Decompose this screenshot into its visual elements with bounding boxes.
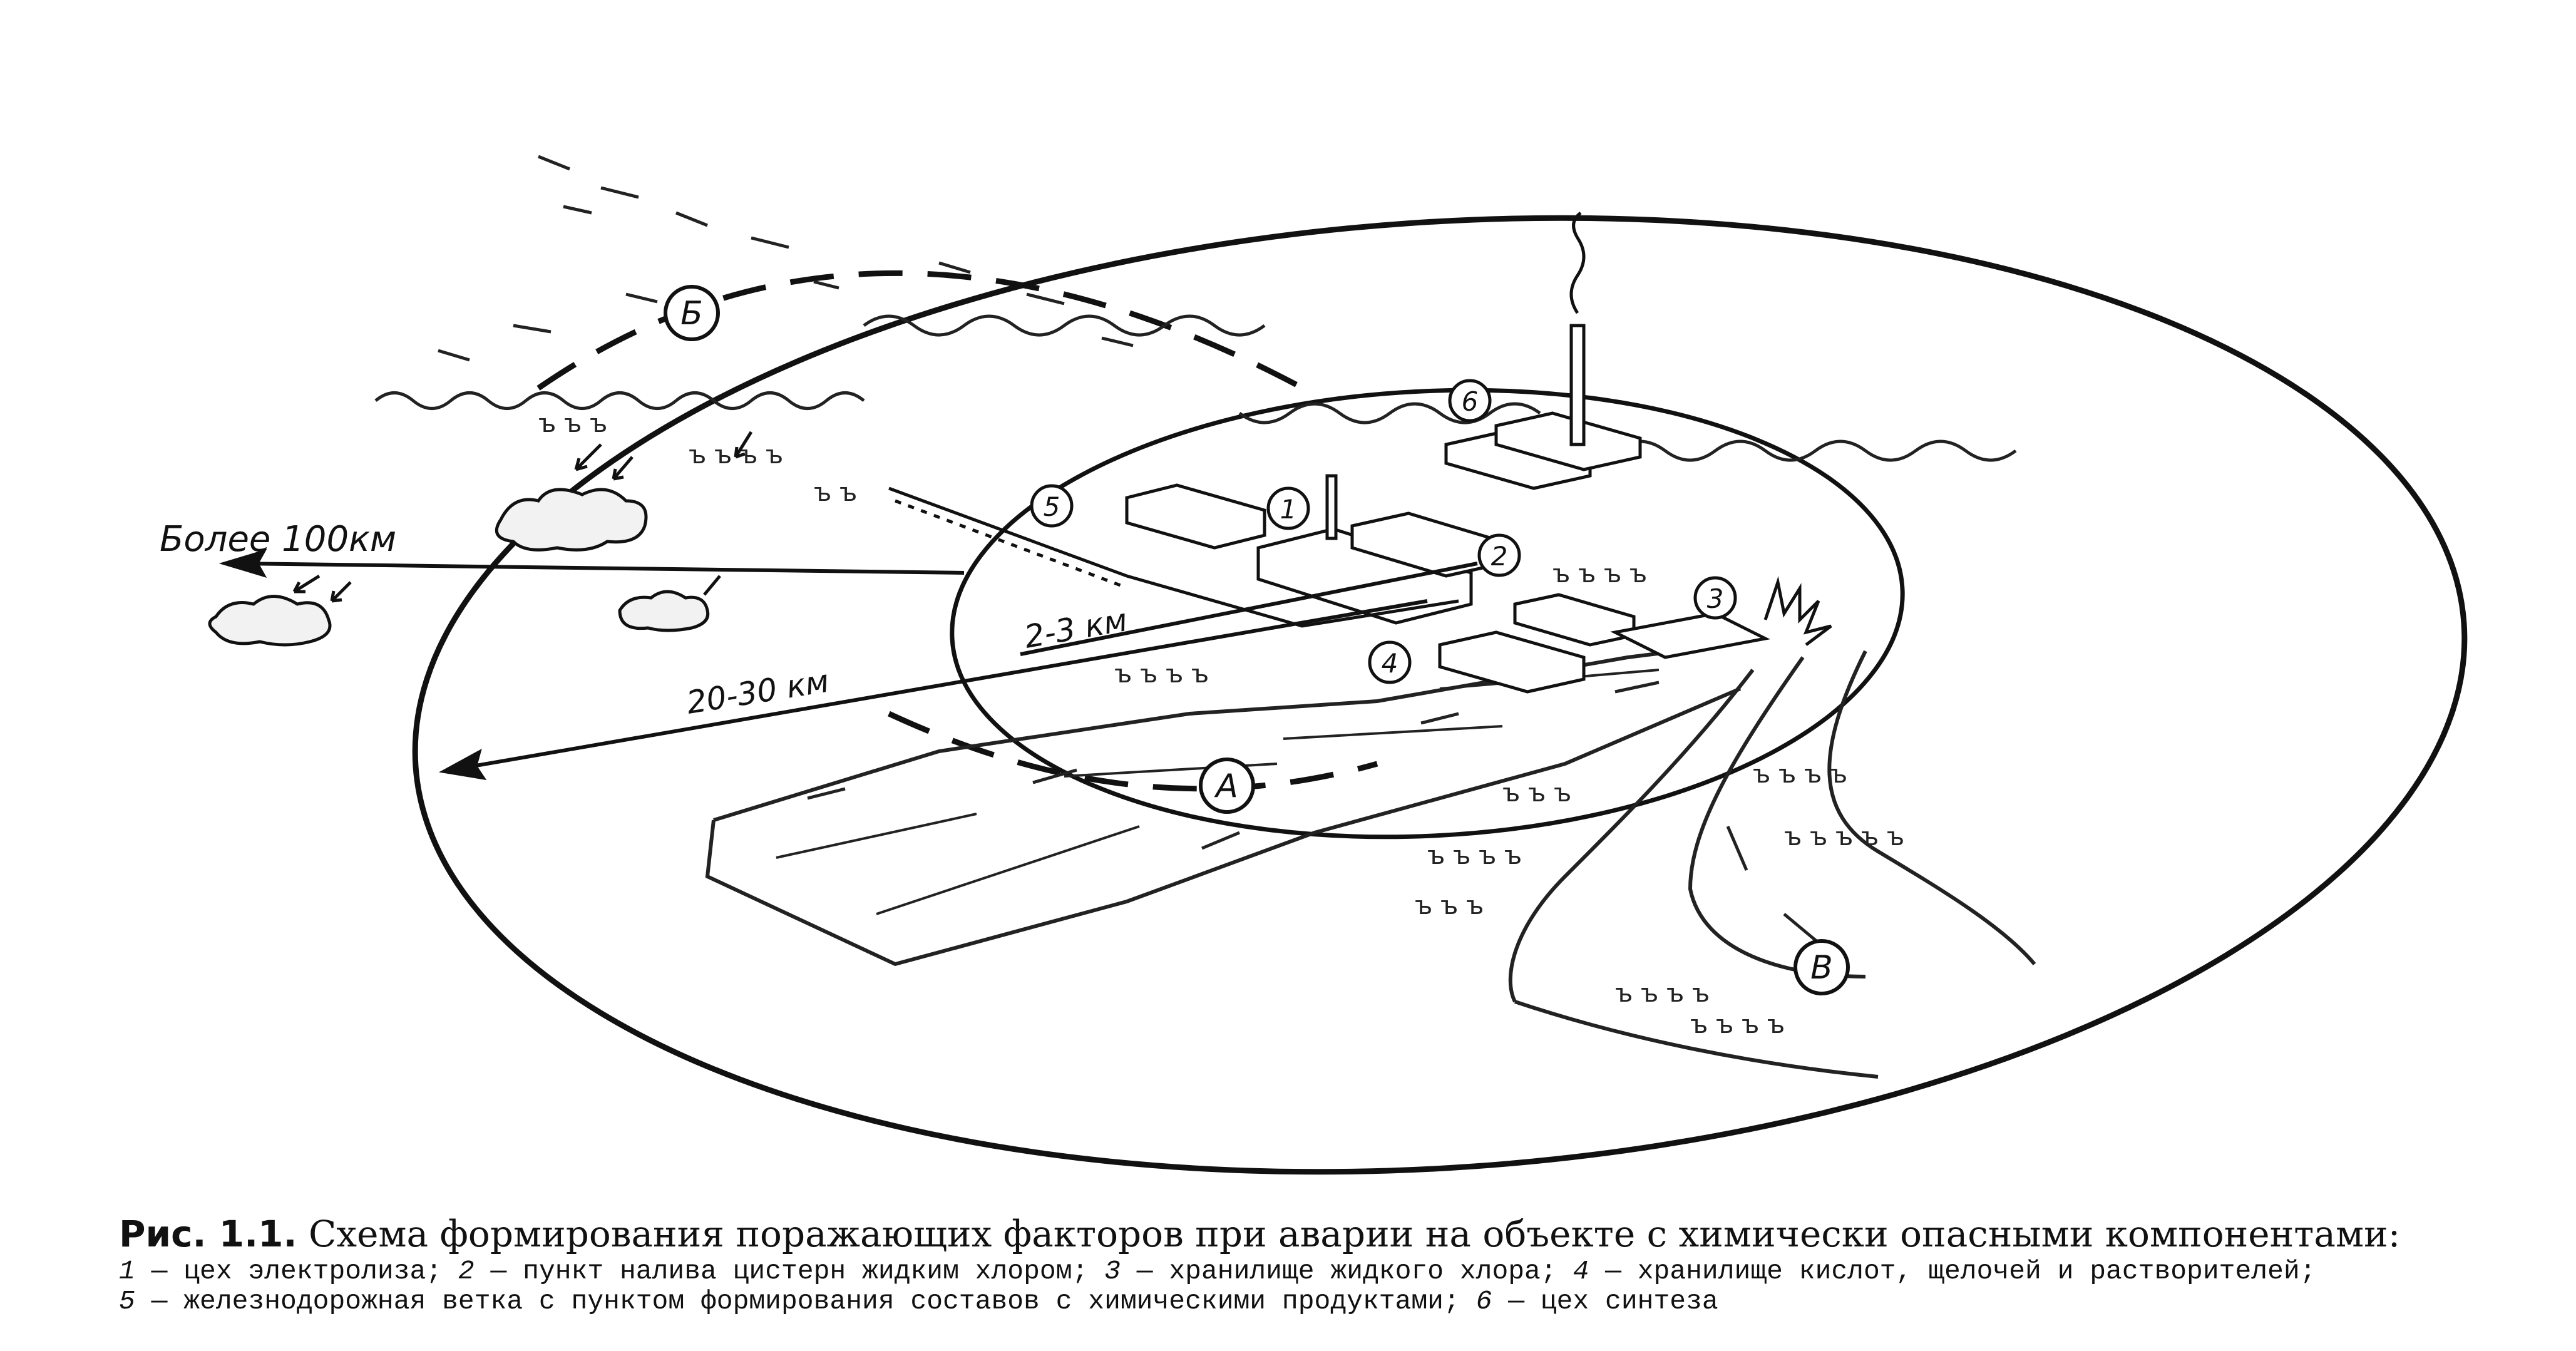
- legend-item: 1 — цех электролиза;: [119, 1256, 443, 1287]
- inner-zone-ellipse: [950, 388, 1905, 840]
- svg-text:2: 2: [1491, 541, 1508, 572]
- svg-text:6: 6: [1462, 386, 1479, 417]
- small-clouds: [208, 488, 710, 647]
- distance-arrows: [218, 549, 1478, 781]
- marker-3: 3: [1693, 576, 1737, 620]
- marker-4: 4: [1368, 640, 1412, 684]
- svg-text:А: А: [1214, 768, 1238, 805]
- caption-prefix: Рис. 1.1.: [119, 1213, 297, 1255]
- caption-title-text: Схема формирования поражающих факторов п…: [308, 1213, 2401, 1255]
- svg-text:ъ ъ ъ ъ: ъ ъ ъ ъ: [1753, 760, 1847, 789]
- svg-text:ъ ъ ъ: ъ ъ ъ: [1415, 891, 1484, 920]
- svg-text:4: 4: [1382, 648, 1398, 679]
- zone-marker-v: В: [1793, 939, 1850, 995]
- zone-marker-b: Б: [664, 285, 720, 341]
- marker-2: 2: [1477, 533, 1521, 577]
- hazard-zone-diagram: ъ ъ ъъ ъ ъ ъ ъ ъъ ъ ъ ъ ъ ъ ъ ъъ ъ ъ ъ ъ…: [160, 155, 2468, 1175]
- svg-text:ъ ъ ъ: ъ ъ ъ: [538, 409, 607, 438]
- svg-text:ъ ъ ъ ъ: ъ ъ ъ ъ: [1552, 560, 1647, 588]
- svg-text:ъ ъ: ъ ъ: [814, 478, 857, 507]
- zone-a-boundary: [888, 711, 1378, 792]
- river: [1508, 650, 2036, 1079]
- vegetation: ъ ъ ъъ ъ ъ ъ ъ ъъ ъ ъ ъ ъ ъ ъ ъъ ъ ъ ъ ъ…: [538, 409, 1904, 1039]
- wind-arrows: [292, 431, 753, 603]
- svg-text:ъ ъ ъ ъ: ъ ъ ъ ъ: [1114, 660, 1209, 689]
- svg-text:ъ ъ ъ ъ: ъ ъ ъ ъ: [1615, 979, 1710, 1008]
- svg-text:1: 1: [1280, 494, 1297, 525]
- svg-text:3: 3: [1707, 583, 1724, 614]
- release-burst: [1763, 576, 1832, 646]
- marker-5: 5: [1030, 484, 1074, 528]
- svg-text:ъ ъ ъ ъ ъ: ъ ъ ъ ъ ъ: [1784, 823, 1904, 851]
- legend-item: 2 — пункт налива цистерн жидким хлором;: [458, 1256, 1089, 1287]
- distance-label-inner: 2-3 км: [1022, 602, 1130, 655]
- legend-item: 4 — хранилище кислот, щелочей и раствори…: [1573, 1256, 2316, 1287]
- marker-1: 1: [1266, 486, 1310, 530]
- svg-text:ъ ъ ъ: ъ ъ ъ: [1502, 779, 1571, 808]
- railway: [888, 486, 1459, 628]
- legend-item: 3 — хранилище жидкого хлора;: [1104, 1256, 1557, 1287]
- gas-cloud-band: [374, 155, 2017, 462]
- svg-text:ъ ъ ъ ъ: ъ ъ ъ ъ: [1690, 1010, 1785, 1039]
- legend-item: 6 — цех синтеза: [1475, 1286, 1718, 1317]
- caption-title: Рис. 1.1. Схема формирования поражающих …: [119, 1211, 2485, 1256]
- legend-item: 5 — железнодорожная ветка с пунктом форм…: [119, 1286, 1460, 1317]
- zone-marker-a: А: [1199, 758, 1255, 814]
- svg-text:5: 5: [1044, 491, 1060, 522]
- svg-text:Б: Б: [680, 295, 703, 332]
- figure-caption: Рис. 1.1. Схема формирования поражающих …: [119, 1211, 2485, 1317]
- marker-6: 6: [1448, 379, 1492, 423]
- svg-text:В: В: [1810, 949, 1833, 987]
- outer-zone-ellipse: [412, 215, 2468, 1175]
- spill-band: [705, 643, 1742, 967]
- svg-text:ъ ъ ъ ъ: ъ ъ ъ ъ: [1427, 841, 1522, 870]
- distance-label-outer: 20-30 км: [684, 663, 831, 721]
- caption-legend: 1 — цех электролиза; 2 — пункт налива ци…: [119, 1256, 2485, 1317]
- factory-buildings: [1125, 212, 1770, 694]
- distance-label-far: Более 100км: [160, 519, 396, 560]
- zone-b-boundary: [536, 270, 1316, 397]
